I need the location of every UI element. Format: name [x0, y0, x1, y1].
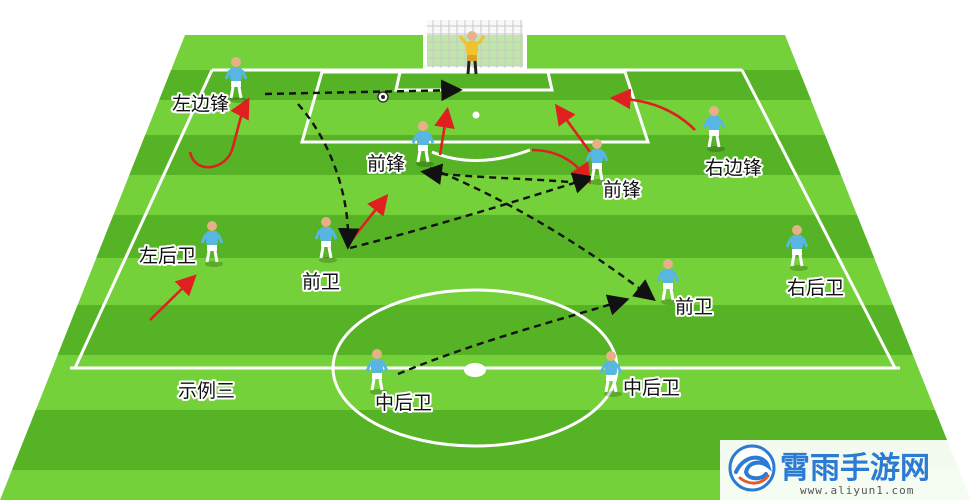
run-arrow-left-forward [434, 106, 455, 156]
label-right-back: 右后卫 [787, 277, 844, 299]
label-left-mid: 前卫 [302, 271, 340, 293]
pass-arrow-forward-cross [420, 163, 581, 185]
watermark: 霄雨手游网 www.aliyun1.com [720, 440, 971, 500]
label-right-forward: 前锋 [603, 179, 641, 201]
player-left-mid [314, 217, 338, 263]
player-left-forward [411, 121, 435, 167]
label-left-cb: 中后卫 [375, 392, 432, 414]
touchline-left [73, 69, 214, 369]
label-left-winger: 左边锋 [172, 93, 229, 115]
player-left-cb [365, 349, 389, 395]
pass-arrow-winger-drop [297, 103, 360, 250]
player-right-winger [702, 106, 726, 152]
label-left-back: 左后卫 [139, 245, 196, 267]
player-right-cb [599, 351, 623, 397]
player-right-mid [656, 259, 680, 305]
goalkeeper-figure [458, 31, 486, 75]
label-left-forward: 前锋 [367, 153, 405, 175]
center-spot [464, 363, 486, 377]
pitch-grass [0, 35, 971, 500]
goal-area [394, 70, 554, 92]
label-right-winger: 右边锋 [705, 157, 762, 179]
penalty-spot [472, 111, 480, 119]
watermark-brand: 霄雨手游网 [780, 451, 930, 486]
pass-arrows [264, 79, 656, 376]
soccer-ball [377, 91, 389, 103]
player-left-winger [224, 57, 248, 103]
players-layer [200, 57, 809, 397]
player-right-forward [585, 139, 609, 185]
pass-arrow-winger-to-box [264, 79, 463, 102]
run-arrow-left-back [149, 274, 197, 321]
run-arrow-right-forward [554, 103, 592, 153]
player-left-back [200, 221, 224, 267]
player-labels: 左边锋 前锋 前锋 右边锋 左后卫 前卫 前卫 右后卫 中后卫 中后卫 示例三 [137, 91, 846, 416]
touchline-right [740, 69, 897, 369]
swirl-logo-icon [728, 444, 776, 492]
watermark-url: www.aliyun1.com [800, 484, 914, 497]
run-arrow-right-winger [609, 88, 696, 131]
run-arrow-left-winger [188, 97, 250, 169]
label-right-mid: 前卫 [675, 296, 713, 318]
player-right-back [785, 225, 809, 271]
diagram-caption: 示例三 [178, 380, 235, 402]
penalty-arc [431, 148, 531, 163]
pass-arrow-mid-to-forward [349, 172, 595, 250]
label-right-cb: 中后卫 [623, 377, 680, 399]
